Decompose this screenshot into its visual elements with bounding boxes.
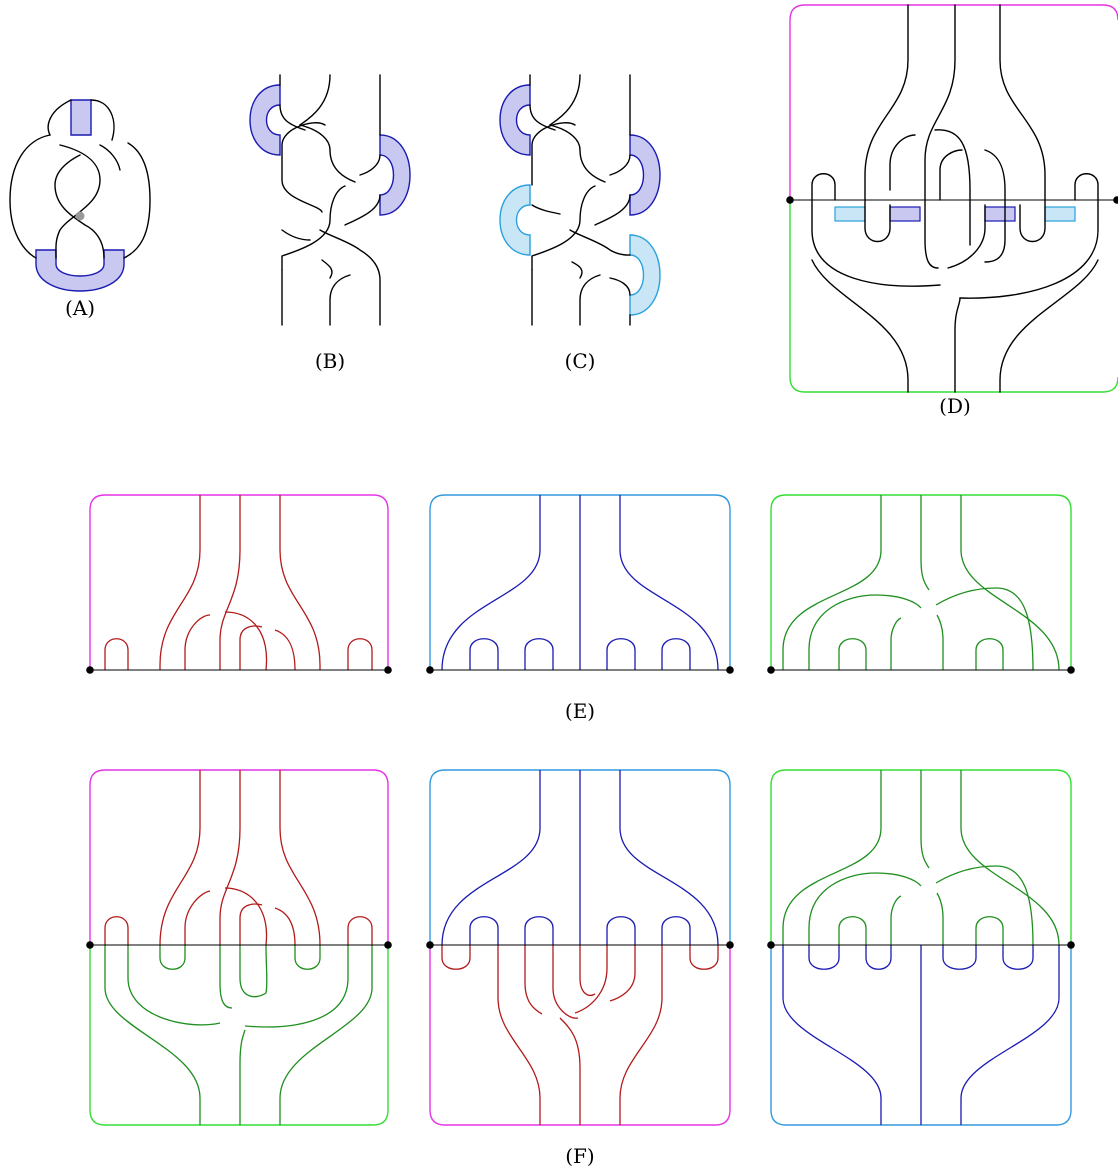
diagram-e1: [86, 495, 392, 674]
braid-c: [530, 75, 630, 325]
diagram-f2: [426, 770, 734, 1125]
diagram-e3: [767, 495, 1075, 674]
panel-a: (A): [10, 100, 150, 320]
endpoint-left: [786, 196, 794, 204]
label-e: (E): [565, 699, 595, 723]
braid-b: [280, 75, 380, 325]
label-f: (F): [565, 1144, 594, 1168]
border-green: [790, 200, 1118, 392]
diagram-f3: [767, 770, 1075, 1125]
puncture-dot: [76, 212, 85, 221]
label-a: (A): [65, 296, 95, 320]
diagram-f1: [86, 770, 392, 1125]
label-c: (C): [565, 349, 596, 373]
label-b: (B): [315, 349, 345, 373]
diagram-e2: [426, 495, 734, 674]
panel-b: (B): [250, 75, 410, 373]
bands-d: [835, 207, 1075, 221]
panel-c: (C): [500, 75, 660, 373]
panel-f: (F): [86, 770, 1075, 1168]
panel-d: (D): [786, 5, 1118, 418]
band-a: [36, 100, 124, 291]
border-magenta: [790, 5, 1118, 200]
bands-c: [500, 85, 660, 315]
endpoint-right: [1113, 196, 1118, 204]
tangle-d: [812, 5, 1098, 392]
panel-e: (E): [86, 495, 1075, 723]
label-d: (D): [939, 394, 971, 418]
